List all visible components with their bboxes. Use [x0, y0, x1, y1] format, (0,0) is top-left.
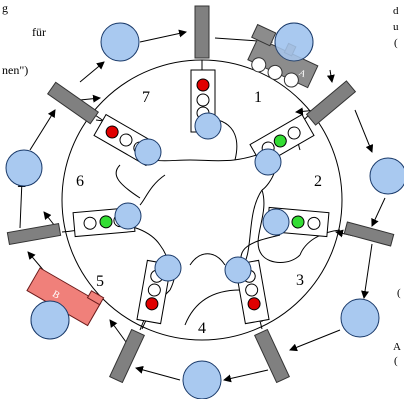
place-inner-1	[194, 112, 222, 140]
transition-bar-lower-right	[254, 328, 290, 384]
margin-text-right-2: u	[393, 21, 399, 33]
place-outer-1	[100, 22, 140, 62]
place-outer-4	[340, 298, 380, 338]
place-inner-7	[134, 138, 162, 166]
place-inner-2	[254, 148, 282, 176]
signal-light-3c	[307, 216, 321, 230]
inner-places	[114, 112, 290, 284]
signal-light-4b	[245, 283, 259, 297]
signal-light-6a	[83, 216, 97, 230]
signal-light-3b	[291, 215, 305, 229]
place-inner-6	[114, 202, 142, 230]
train-red-mark: B	[50, 289, 62, 302]
place-inner-4	[224, 256, 252, 284]
transition-bar-right	[343, 221, 395, 247]
place-outer-7	[5, 149, 43, 187]
section-labels: 1 2 3 4 5 6 7	[76, 89, 322, 337]
section-label-1: 1	[254, 89, 262, 106]
section-label-5: 5	[96, 273, 104, 290]
margin-text-right-5: A	[393, 341, 401, 353]
margin-text-right-1: d	[393, 5, 399, 17]
place-outer-2-token	[274, 22, 314, 62]
signal-light-6b	[99, 215, 113, 229]
signal-light-2c	[287, 126, 301, 140]
signal-boxes	[72, 69, 330, 325]
transition-bar-upper-right	[305, 80, 357, 126]
margin-text-right-6: (	[394, 355, 398, 367]
signal-light-1b	[196, 93, 210, 107]
margin-text-right-3: (	[394, 37, 398, 49]
place-inner-3	[262, 208, 290, 236]
place-outer-6-token	[30, 300, 70, 340]
signal-light-5c	[145, 297, 159, 311]
signal-light-7b	[119, 133, 133, 147]
place-outer-5	[182, 360, 222, 399]
transition-bars	[6, 5, 395, 384]
transition-bar-upper-left	[46, 81, 100, 125]
section-label-7: 7	[142, 89, 150, 106]
section-label-3: 3	[296, 272, 304, 289]
train-grey-mark: A	[298, 67, 309, 79]
signal-light-4c	[247, 297, 261, 311]
margin-text-right-4: (	[397, 287, 401, 299]
signal-light-7a	[105, 125, 119, 139]
signal-light-1a	[196, 78, 210, 92]
section-label-4: 4	[198, 320, 206, 337]
place-outer-3	[369, 157, 404, 195]
section-label-2: 2	[314, 173, 322, 190]
margin-text-left-2: für	[32, 25, 46, 39]
transition-bar-lower-left	[109, 328, 145, 384]
place-inner-5	[154, 254, 182, 282]
transition-bar-left	[6, 222, 62, 246]
signal-light-5b	[147, 283, 161, 297]
margin-text-left-1: g	[2, 1, 8, 15]
section-label-6: 6	[76, 173, 84, 190]
margin-text-left-3: nen")	[2, 63, 29, 77]
signal-light-2b	[273, 134, 287, 148]
transition-bar-top	[194, 5, 210, 59]
